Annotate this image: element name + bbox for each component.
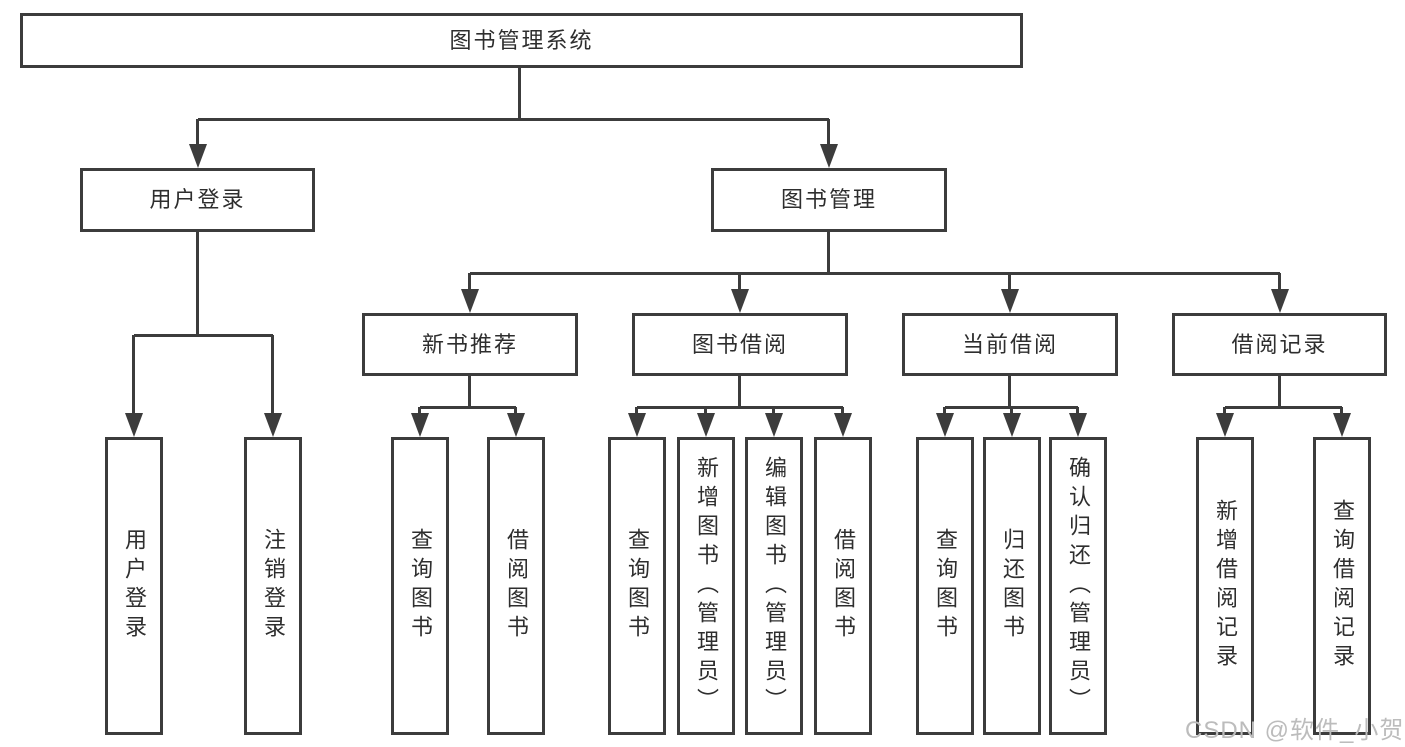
connector-line <box>132 335 135 419</box>
connector-line <box>468 376 471 408</box>
arrowhead-icon <box>411 413 429 437</box>
connector-line <box>196 119 199 150</box>
node-new-book-recommend: 新书推荐 <box>362 313 578 376</box>
arrowhead-icon <box>1333 413 1351 437</box>
arrowhead-icon <box>461 289 479 313</box>
leaf-logout-login: 注销登录 <box>244 437 302 735</box>
arrowhead-icon <box>264 413 282 437</box>
connector-line <box>1278 376 1281 408</box>
arrowhead-icon <box>834 413 852 437</box>
connector-line <box>1278 273 1281 295</box>
leaf-borrow-books-borrowing: 借阅图书 <box>814 437 872 735</box>
arrowhead-icon <box>189 144 207 168</box>
arrowhead-icon <box>697 413 715 437</box>
connector-line <box>738 376 741 408</box>
node-book-management: 图书管理 <box>711 168 947 232</box>
node-book-borrowing: 图书借阅 <box>632 313 848 376</box>
connector-line <box>827 119 830 150</box>
arrowhead-icon <box>1271 289 1289 313</box>
connector-line <box>468 273 471 295</box>
leaf-query-books-borrowing: 查询图书 <box>608 437 666 735</box>
arrowhead-icon <box>765 413 783 437</box>
leaf-query-books-current: 查询图书 <box>916 437 974 735</box>
leaf-query-books-recommend: 查询图书 <box>391 437 449 735</box>
connector-line <box>134 334 273 337</box>
arrowhead-icon <box>1069 413 1087 437</box>
connector-line <box>196 232 199 336</box>
node-user-login: 用户登录 <box>80 168 315 232</box>
arrowhead-icon <box>1003 413 1021 437</box>
leaf-add-borrow-record: 新增借阅记录 <box>1196 437 1254 735</box>
leaf-return-books: 归还图书 <box>983 437 1041 735</box>
arrowhead-icon <box>628 413 646 437</box>
node-current-borrowing: 当前借阅 <box>902 313 1118 376</box>
leaf-edit-books-admin: 编辑图书（管理员） <box>745 437 803 735</box>
connector-line <box>271 335 274 419</box>
arrowhead-icon <box>1216 413 1234 437</box>
node-borrowing-records: 借阅记录 <box>1172 313 1387 376</box>
arrowhead-icon <box>1001 289 1019 313</box>
connector-line <box>1008 273 1011 295</box>
connector-line <box>1225 406 1342 409</box>
arrowhead-icon <box>820 144 838 168</box>
leaf-user-login: 用户登录 <box>105 437 163 735</box>
connector-line <box>827 232 830 274</box>
connector-line <box>470 272 1280 275</box>
leaf-borrow-books-recommend: 借阅图书 <box>487 437 545 735</box>
connector-line <box>637 406 843 409</box>
leaf-confirm-return-admin: 确认归还（管理员） <box>1049 437 1107 735</box>
leaf-add-books-admin: 新增图书（管理员） <box>677 437 735 735</box>
connector-line <box>738 273 741 295</box>
arrowhead-icon <box>731 289 749 313</box>
connector-line <box>518 68 521 121</box>
connector-line <box>1008 376 1011 408</box>
arrowhead-icon <box>125 413 143 437</box>
connector-line <box>198 118 829 121</box>
leaf-query-borrow-record: 查询借阅记录 <box>1313 437 1371 735</box>
connector-line <box>420 406 516 409</box>
node-library-management-system: 图书管理系统 <box>20 13 1023 68</box>
arrowhead-icon <box>936 413 954 437</box>
csdn-watermark: CSDN @软件_小贺同学 <box>1185 717 1405 744</box>
arrowhead-icon <box>507 413 525 437</box>
